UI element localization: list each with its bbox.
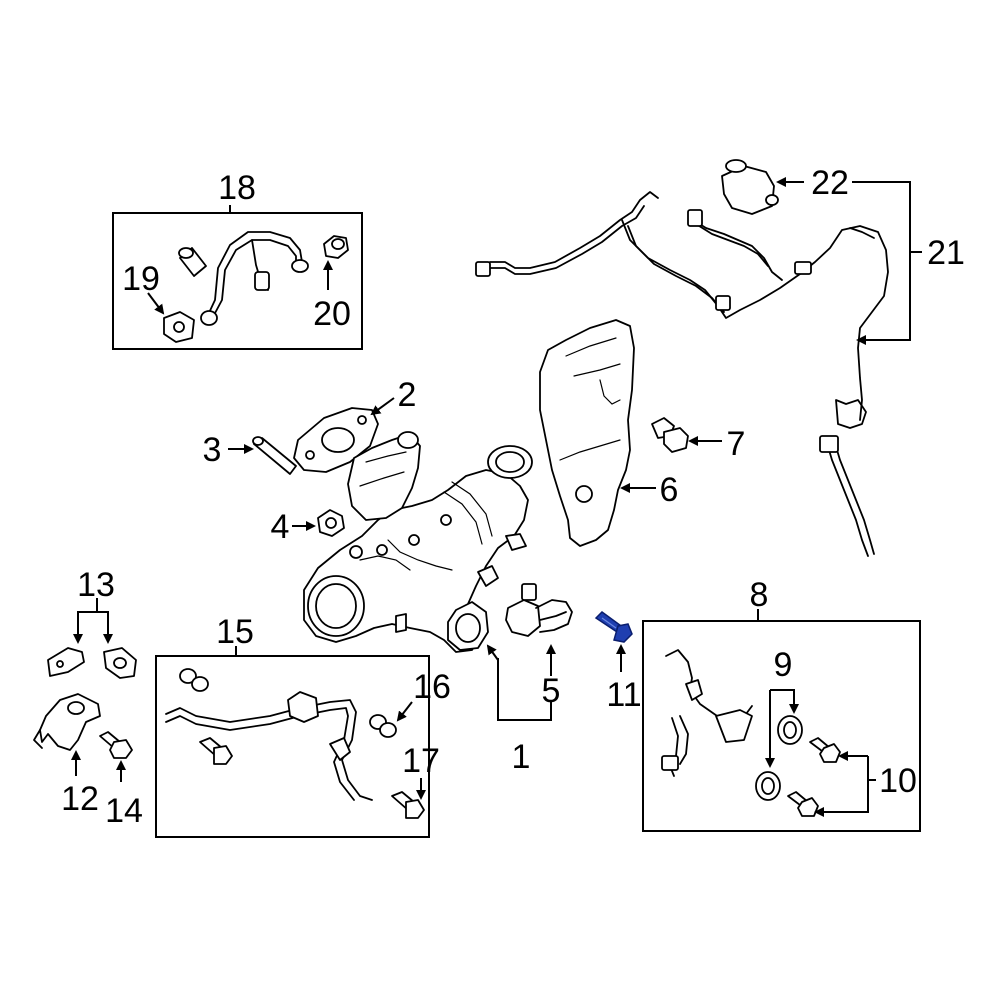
callout-15: 15	[216, 613, 254, 651]
vacuum-harness[interactable]	[475, 191, 889, 557]
callout-4: 4	[271, 508, 290, 546]
callout-14: 14	[105, 792, 143, 830]
bolt-11-highlighted[interactable]	[594, 611, 633, 643]
group-18-box	[112, 212, 363, 350]
callout-21: 21	[927, 234, 965, 272]
oil-return-tube[interactable]	[661, 649, 753, 777]
group-15-coolant-kit	[155, 646, 430, 838]
stud-3[interactable]	[252, 436, 297, 475]
group-8-box	[642, 620, 921, 832]
callout-13: 13	[77, 566, 115, 604]
callout-19: 19	[122, 260, 160, 298]
oil-drain-flange-12[interactable]	[33, 693, 101, 751]
washer-pair-16[interactable]	[369, 714, 397, 738]
callout-11: 11	[606, 676, 641, 714]
callout-3: 3	[203, 431, 222, 469]
group-15-box	[155, 655, 430, 838]
oil-feed-tube[interactable]	[200, 231, 309, 326]
banjo-bolt-17[interactable]	[391, 791, 425, 819]
gasket-13-right[interactable]	[103, 647, 137, 679]
heat-shield-6[interactable]	[539, 319, 635, 547]
nut-4[interactable]	[317, 509, 345, 537]
turbocharger-1[interactable]	[303, 431, 533, 653]
callout-9: 9	[774, 646, 793, 684]
callout-22: 22	[811, 164, 849, 202]
bolt-14[interactable]	[99, 731, 133, 759]
gasket-19[interactable]	[163, 311, 195, 343]
callout-10: 10	[879, 762, 917, 800]
callout-8: 8	[750, 576, 769, 614]
callout-2: 2	[398, 376, 417, 414]
callout-16: 16	[413, 668, 451, 706]
wastegate-actuator-5[interactable]	[505, 583, 573, 637]
bracket-13-left[interactable]	[47, 647, 85, 677]
callout-6: 6	[660, 471, 679, 509]
coolant-tube[interactable]	[165, 691, 373, 801]
bolt-10-upper[interactable]	[809, 737, 841, 763]
group-21-harness	[475, 159, 922, 557]
callout-20: 20	[313, 295, 351, 333]
banjo-bolt-left[interactable]	[199, 737, 233, 765]
bolt-7[interactable]	[651, 417, 689, 453]
group-18-oil-feed-kit	[112, 205, 363, 350]
callout-18: 18	[218, 169, 256, 207]
washer-pair-left[interactable]	[179, 668, 209, 692]
group-8-oil-return-kit	[642, 609, 921, 832]
callout-5: 5	[542, 672, 561, 710]
bolt-10-lower[interactable]	[787, 791, 819, 817]
banjo-bolt-20[interactable]	[323, 235, 349, 259]
vacuum-solenoid-22[interactable]	[721, 159, 779, 215]
callout-12: 12	[61, 780, 99, 818]
o-ring-upper[interactable]	[777, 715, 803, 745]
callout-7: 7	[727, 425, 746, 463]
oil-line-fitting-left[interactable]	[178, 247, 207, 277]
callout-17: 17	[402, 742, 440, 780]
callout-1: 1	[512, 738, 531, 776]
o-ring-lower[interactable]	[755, 771, 781, 801]
